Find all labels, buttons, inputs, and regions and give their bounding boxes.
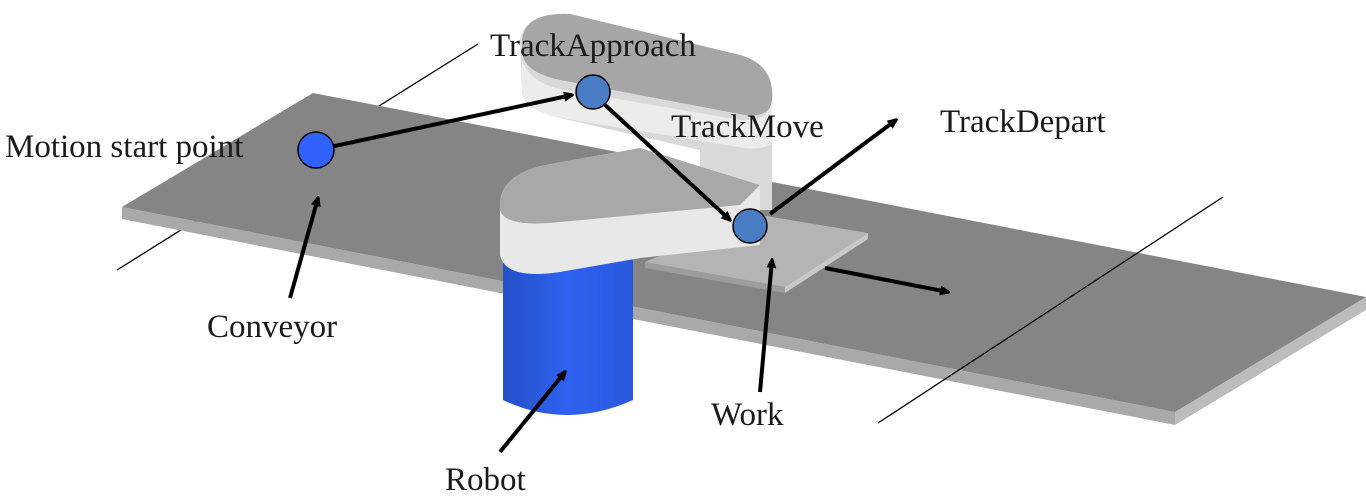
work-plate <box>645 215 868 293</box>
arrow-approach-to-move <box>602 102 730 220</box>
arrow-conveyor-direction <box>824 266 948 292</box>
label-robot: Robot <box>445 462 526 498</box>
track-approach-point-marker <box>575 74 611 110</box>
arrow-conveyor-label <box>288 198 318 299</box>
label-track-approach: TrackApproach <box>490 28 696 64</box>
label-motion-start: Motion start point <box>5 129 243 165</box>
robot-lower-arm <box>500 148 760 274</box>
arrow-work-label <box>758 260 772 393</box>
label-work: Work <box>711 397 784 433</box>
motion-start-point-marker <box>297 131 335 169</box>
track-move-point-marker <box>732 208 768 244</box>
robot-base <box>503 250 633 415</box>
reference-line-right <box>877 196 1224 424</box>
arrow-start-to-approach <box>329 95 572 149</box>
label-conveyor: Conveyor <box>207 309 337 345</box>
label-track-move: TrackMove <box>671 109 824 145</box>
robot-upper-arm <box>520 13 773 210</box>
arrow-robot-label <box>498 372 565 454</box>
label-track-depart: TrackDepart <box>940 104 1106 140</box>
arrow-depart <box>768 120 896 216</box>
